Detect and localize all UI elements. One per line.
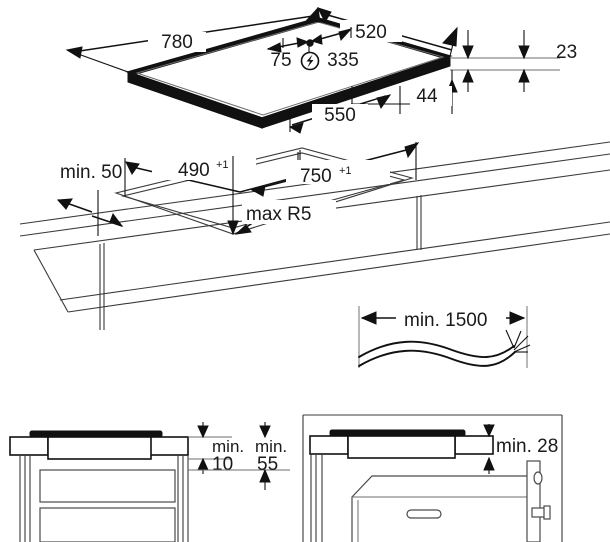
cable-strands: [505, 329, 531, 353]
dim-max-r5-value: max R5: [246, 204, 311, 225]
oven-hob-glass: [329, 429, 466, 437]
dimension-520: 520: [317, 7, 458, 57]
dim-min-10-value: 10: [212, 454, 233, 475]
dimension-min-50: min. 50: [56, 162, 124, 236]
dimension-connection-position: 75 335: [266, 27, 359, 71]
dim-min-55-value: 55: [257, 454, 278, 475]
hob-glass-inset: [135, 21, 445, 116]
bracket-screw-head: [543, 505, 551, 520]
figure-hob-overall: 780 780 520: [65, 6, 577, 134]
dim-750-value: 750: [300, 166, 332, 187]
cable-upper-line: [358, 340, 515, 359]
dim-780-value: 780: [161, 32, 193, 53]
dim-490-superscript: +1: [216, 159, 229, 171]
dimension-23: 23: [450, 30, 577, 92]
figure-mains-cable: min. 1500: [358, 306, 531, 368]
dim-min-55-label: min.: [255, 437, 287, 456]
drawer-hob-body: [47, 436, 152, 460]
dim-23-value: 23: [556, 42, 577, 63]
oven-hob-body: [347, 435, 456, 459]
dim-335-value: 335: [327, 50, 359, 71]
dim-44-value: 44: [416, 86, 438, 107]
dimension-min-55: min. 55: [188, 422, 290, 490]
dimension-min-28: min. 28: [483, 424, 558, 474]
figure-section-drawer: min. 10 min. 55: [9, 422, 290, 542]
dim-min-28-value: min. 28: [496, 436, 558, 457]
dim-520-value: 520: [355, 22, 387, 43]
drawer-worktop-right: [149, 436, 189, 456]
dimension-780: 780 780: [65, 6, 321, 73]
bracket-screw-upper: [533, 471, 543, 485]
hob-front-edge-rim: [261, 56, 451, 124]
drawer-front-lower: [39, 507, 176, 542]
dimension-750: 750 +1: [250, 142, 420, 197]
dim-550-value: 550: [324, 105, 356, 126]
oven-worktop-right: [454, 435, 494, 455]
dim-min-50-value: min. 50: [60, 162, 122, 183]
drawer-hob-glass: [29, 430, 163, 438]
electrical-connection-icon: [300, 51, 320, 71]
figure-worktop-cutout: min. 50 490 +1 750: [19, 141, 610, 330]
dim-min-10-label: min.: [212, 437, 244, 456]
dimension-550: 550: [288, 86, 392, 134]
dim-490-value: 490: [178, 160, 210, 181]
dim-750-superscript: +1: [339, 165, 352, 177]
cable-lower-line: [358, 349, 516, 367]
drawer-worktop-left: [9, 436, 49, 456]
dimension-490: 490 +1: [124, 152, 301, 196]
figure-section-oven: min. 28: [302, 414, 563, 542]
oven-body-outline: [351, 475, 531, 542]
dimension-max-r5: max R5: [227, 156, 336, 236]
oven-handle: [406, 509, 442, 519]
dim-min-1500-value: min. 1500: [404, 310, 487, 331]
drawer-front-upper: [39, 469, 176, 503]
dimension-min-10: min. 10: [188, 422, 244, 475]
oven-worktop-left: [309, 435, 349, 455]
dim-75-value: 75: [270, 50, 291, 71]
